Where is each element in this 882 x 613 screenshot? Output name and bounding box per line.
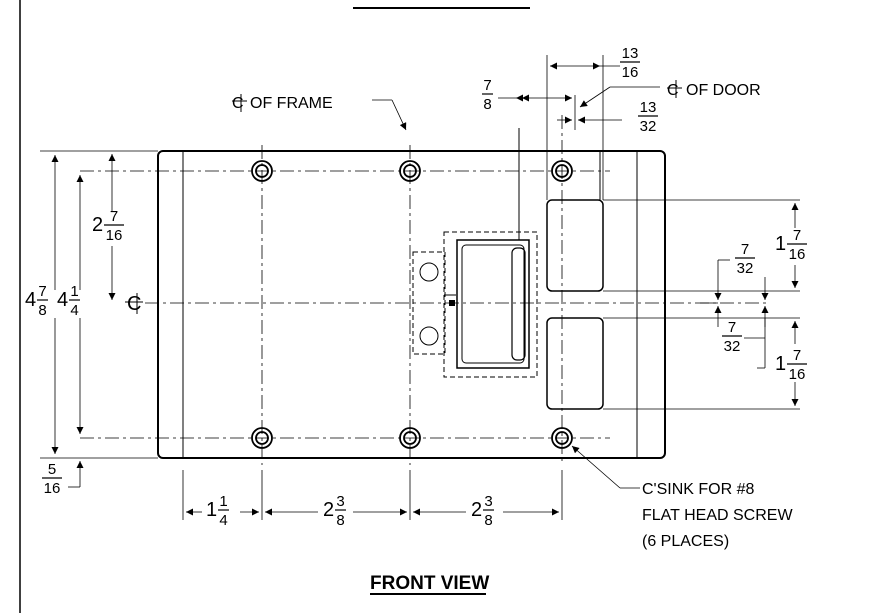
dim-denominator: 32 [640, 118, 657, 135]
cl-frame-symbol: C [232, 95, 244, 112]
dim-whole: 4 [25, 289, 36, 311]
dim-numerator: 7 [793, 227, 801, 244]
screw-note-line-3: (6 PLACES) [642, 533, 729, 550]
dim-numerator: 13 [640, 99, 657, 116]
dim-pad-bottom-gap: 732 [722, 319, 742, 355]
centerline-door-label: C OF DOOR [667, 80, 761, 99]
dim-numerator: 7 [793, 347, 801, 364]
dim-denominator: 32 [724, 338, 741, 355]
dim-bottom-margin: 516 [42, 461, 62, 497]
latch-mechanism [412, 128, 538, 378]
dim-whole: 4 [57, 289, 68, 311]
dim-whole: 2 [323, 499, 334, 521]
dim-denominator: 16 [44, 480, 61, 497]
dim-denominator: 8 [38, 302, 46, 319]
dim-denominator: 16 [622, 64, 639, 81]
dim-denominator: 8 [336, 512, 344, 529]
dim-numerator: 7 [38, 283, 46, 300]
dim-numerator: 1 [70, 283, 78, 300]
countersink-hole [399, 427, 421, 449]
countersink-holes [251, 160, 573, 449]
dim-denominator: 4 [70, 302, 78, 319]
dim-denominator: 8 [483, 96, 491, 113]
dim-denominator: 16 [789, 366, 806, 383]
dim-denominator: 16 [789, 246, 806, 263]
dim-denominator: 4 [219, 512, 227, 529]
dim-pad-top-gap: 732 [735, 241, 755, 277]
cl-horizontal-symbol: C [127, 293, 141, 315]
dim-numerator: 3 [336, 493, 344, 510]
dim-whole: 1 [775, 353, 786, 375]
dim-numerator: 7 [728, 319, 736, 336]
dim-denominator: 32 [737, 260, 754, 277]
dim-whole: 1 [206, 499, 217, 521]
leader-lines [372, 86, 660, 489]
dim-whole: 2 [92, 214, 103, 236]
dim-numerator: 7 [483, 77, 491, 94]
hinge-pads [546, 199, 800, 410]
centerline-horizontal-label: C [125, 293, 143, 315]
frame-plate [157, 150, 666, 459]
countersink-hole [251, 160, 273, 182]
countersink-hole [551, 427, 573, 449]
dim-numerator: 1 [219, 493, 227, 510]
view-title: FRONT VIEW [370, 573, 489, 594]
dim-denominator: 8 [484, 512, 492, 529]
dim-numerator: 7 [741, 241, 749, 258]
cl-door-text: OF DOOR [686, 82, 761, 99]
screw-note: C'SINK FOR #8 FLAT HEAD SCREW (6 PLACES) [642, 481, 793, 550]
countersink-hole [399, 160, 421, 182]
dim-latch-offset: 78 [482, 77, 493, 113]
dim-denominator: 16 [106, 227, 123, 244]
countersink-hole [251, 427, 273, 449]
dim-whole: 1 [775, 233, 786, 255]
screw-note-line-1: C'SINK FOR #8 [642, 481, 755, 498]
dim-numerator: 5 [48, 461, 56, 478]
centerline-frame-label: C OF FRAME [232, 94, 333, 112]
extension-lines [40, 55, 604, 520]
dim-numerator: 3 [484, 493, 492, 510]
cl-door-symbol: C [667, 82, 679, 99]
countersink-hole [551, 160, 573, 182]
dim-whole: 2 [471, 499, 482, 521]
screw-note-line-2: FLAT HEAD SCREW [642, 507, 793, 524]
dim-numerator: 7 [110, 208, 118, 225]
dim-numerator: 13 [622, 45, 639, 62]
cl-frame-text: OF FRAME [250, 95, 333, 112]
dimension-lines [51, 62, 799, 516]
